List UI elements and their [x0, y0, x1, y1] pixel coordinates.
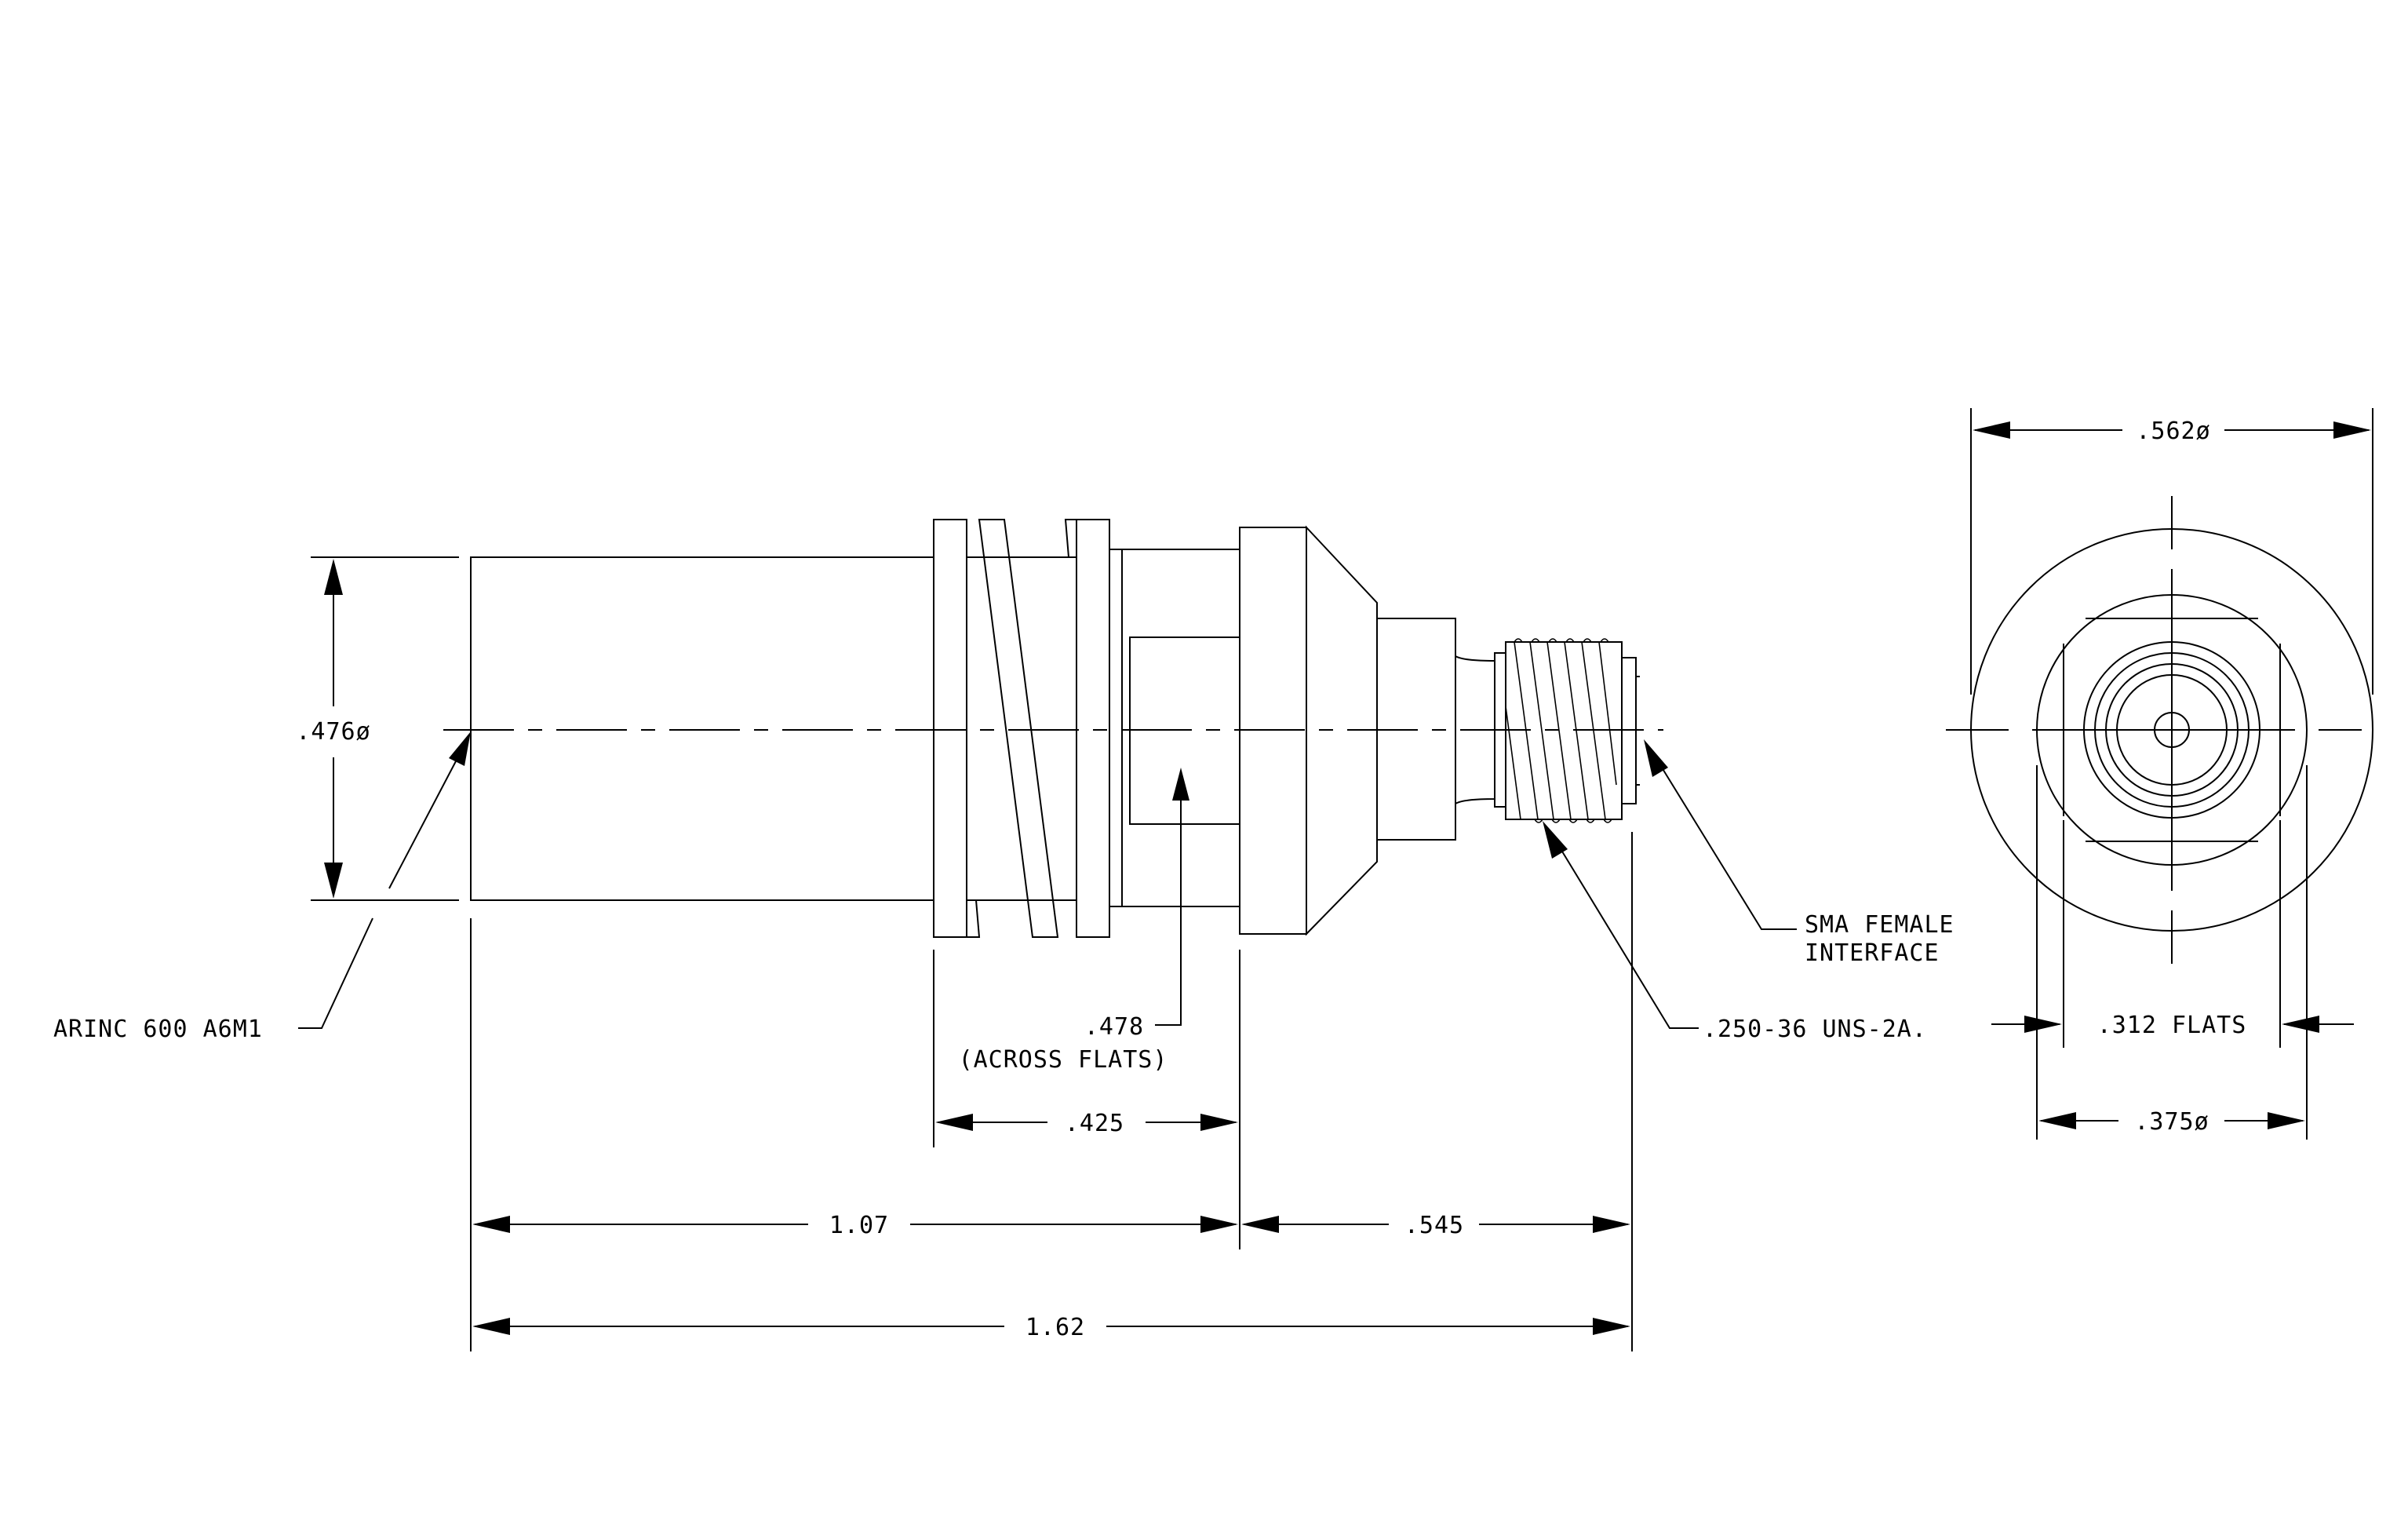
spring-assembly — [933, 519, 1110, 938]
arinc-body — [470, 556, 934, 901]
sma-interface-line2: INTERFACE — [1805, 939, 1940, 967]
body-diameter-label: .476ø — [296, 718, 370, 746]
extension-lines — [470, 832, 1633, 1351]
rear-length-dimension — [1241, 1216, 1630, 1233]
front-length-label: 1.07 — [829, 1212, 889, 1239]
across-flats-value: .478 — [1084, 1013, 1144, 1041]
sma-interface-leader — [1644, 739, 1797, 930]
hex-length-label: .425 — [1065, 1110, 1124, 1137]
hex-section — [1109, 549, 1240, 907]
side-view: .476ø ARINC 600 A6M1 .478 (ACROSS FLATS)… — [53, 519, 1954, 1351]
overall-length-label: 1.62 — [1025, 1314, 1085, 1341]
sma-interface-line1: SMA FEMALE — [1805, 911, 1954, 939]
thread-diameter-label: .375ø — [2134, 1108, 2209, 1136]
thread-outline — [2036, 594, 2308, 866]
thread-diameter-dimension — [2036, 765, 2308, 1140]
hex-length-dimension — [935, 1114, 1238, 1131]
center-pin — [2154, 712, 2190, 748]
overall-length-dimension — [472, 1318, 1630, 1335]
front-length-dimension — [472, 1216, 1238, 1233]
arinc-label: ARINC 600 A6M1 — [53, 1016, 263, 1043]
flats-dimension — [1991, 820, 2354, 1048]
coupling-body — [1239, 525, 1378, 936]
arinc-leader — [298, 731, 471, 1029]
face-diameter-dimension — [1970, 408, 2373, 695]
across-flats-leader — [1155, 768, 1189, 1026]
thread-spec-leader — [1543, 821, 1699, 1029]
end-view: .562ø .312 FLATS .375ø — [1946, 408, 2373, 1140]
sma-threads — [1494, 638, 1640, 823]
flats-label: .312 FLATS — [2097, 1012, 2247, 1039]
body-diameter-dimension — [311, 556, 459, 901]
outer-face — [1970, 528, 2373, 932]
thread-spec-label: .250-36 UNS-2A. — [1703, 1016, 1927, 1043]
rear-length-label: .545 — [1404, 1212, 1464, 1239]
across-flats-note: (ACROSS FLATS) — [959, 1046, 1168, 1074]
face-diameter-label: .562ø — [2136, 418, 2210, 445]
